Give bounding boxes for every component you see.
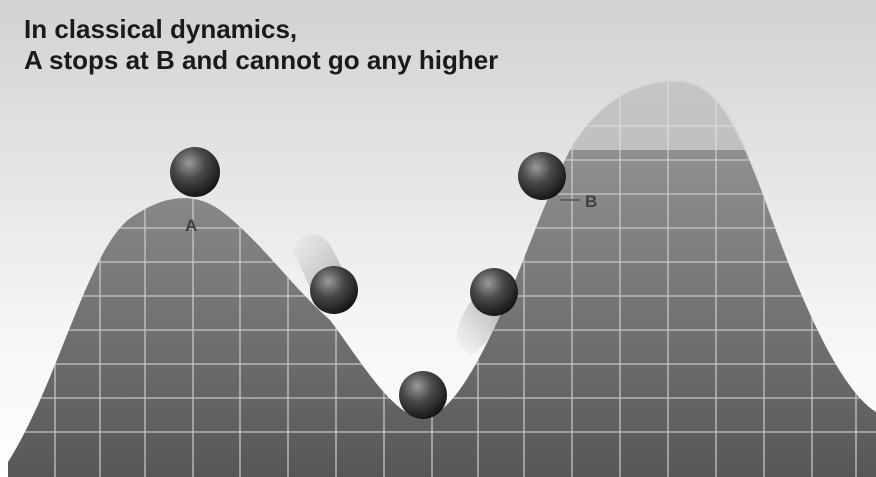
ball-position-a bbox=[170, 147, 220, 197]
label-a: A bbox=[185, 216, 197, 235]
diagram-title: In classical dynamics, A stops at B and … bbox=[24, 14, 498, 76]
ball-position-b bbox=[518, 152, 566, 200]
title-line-2: A stops at B and cannot go any higher bbox=[24, 45, 499, 75]
right-hill-fade bbox=[540, 81, 800, 150]
ball-bottom bbox=[399, 371, 447, 419]
label-b: B bbox=[585, 192, 597, 211]
ball-descending bbox=[310, 266, 358, 314]
terrain-surface bbox=[8, 81, 876, 477]
title-line-1: In classical dynamics, bbox=[24, 14, 298, 44]
ball-ascending bbox=[470, 268, 518, 316]
